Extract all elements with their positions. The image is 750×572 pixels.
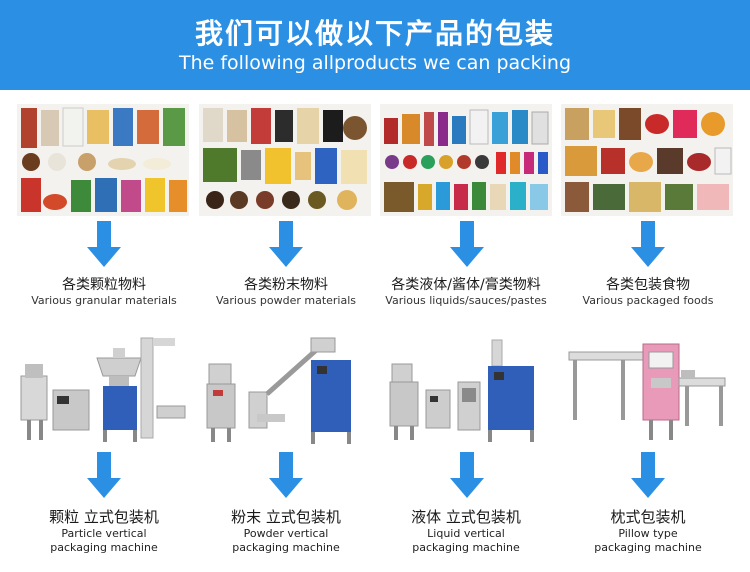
machine-en-line2: packaging machine	[594, 541, 702, 554]
material-label-granular: 各类颗粒物料 Various granular materials	[14, 276, 194, 308]
machine-en-line1: Powder vertical	[243, 527, 329, 540]
material-cn: 各类粉末物料	[244, 277, 328, 293]
machine-cn: 液体 立式包装机	[411, 508, 521, 526]
material-label-liquid: 各类液体/酱体/膏类物料 Various liquids/sauces/past…	[376, 276, 556, 308]
material-cn: 各类液体/酱体/膏类物料	[391, 277, 541, 293]
arrow-down-icon	[269, 452, 303, 498]
arrow-down-icon	[87, 221, 121, 267]
arrow-down-icon	[269, 221, 303, 267]
arrow-down-icon	[450, 452, 484, 498]
material-en: Various liquids/sauces/pastes	[385, 294, 547, 307]
header-banner: 我们可以做以下产品的包装 The following allproducts w…	[0, 0, 750, 90]
machine-en-line1: Pillow type	[618, 527, 678, 540]
material-en: Various packaged foods	[582, 294, 714, 307]
arrow-down-icon	[631, 221, 665, 267]
machine-cn: 粉末 立式包装机	[231, 508, 341, 526]
material-label-foods: 各类包装食物 Various packaged foods	[558, 276, 738, 308]
material-en: Various powder materials	[215, 294, 357, 307]
machine-cn: 枕式包装机	[610, 508, 686, 526]
page-subtitle: The following allproducts we can packing	[178, 52, 572, 74]
machine-label-liquid: 液体 立式包装机 Liquid vertical packaging machi…	[376, 507, 556, 555]
material-cn: 各类颗粒物料	[62, 277, 146, 293]
material-en: Various granular materials	[31, 294, 177, 307]
arrow-down-icon	[631, 452, 665, 498]
machine-en-line2: packaging machine	[412, 541, 520, 554]
arrow-down-icon	[87, 452, 121, 498]
powder-products-photo	[199, 104, 371, 216]
arrow-down-icon	[450, 221, 484, 267]
machine-en-line2: packaging machine	[232, 541, 340, 554]
liquid-machine-image	[380, 330, 552, 448]
machine-en-line2: packaging machine	[50, 541, 158, 554]
pillow-machine-image	[561, 330, 733, 448]
powder-machine-image	[199, 330, 371, 448]
material-label-powder: 各类粉末物料 Various powder materials	[196, 276, 376, 308]
machine-label-pillow: 枕式包装机 Pillow type packaging machine	[558, 507, 738, 555]
page-title: 我们可以做以下产品的包装	[194, 17, 555, 50]
machine-en-line1: Liquid vertical	[427, 527, 505, 540]
machine-en-line1: Particle vertical	[61, 527, 147, 540]
packaged-foods-photo	[561, 104, 733, 216]
granular-products-photo	[17, 104, 189, 216]
granular-machine-image	[17, 330, 189, 448]
machine-label-granular: 颗粒 立式包装机 Particle vertical packaging mac…	[14, 507, 194, 555]
material-cn: 各类包装食物	[606, 277, 690, 293]
machine-label-powder: 粉末 立式包装机 Powder vertical packaging machi…	[196, 507, 376, 555]
machine-cn: 颗粒 立式包装机	[49, 508, 159, 526]
liquid-products-photo	[380, 104, 552, 216]
